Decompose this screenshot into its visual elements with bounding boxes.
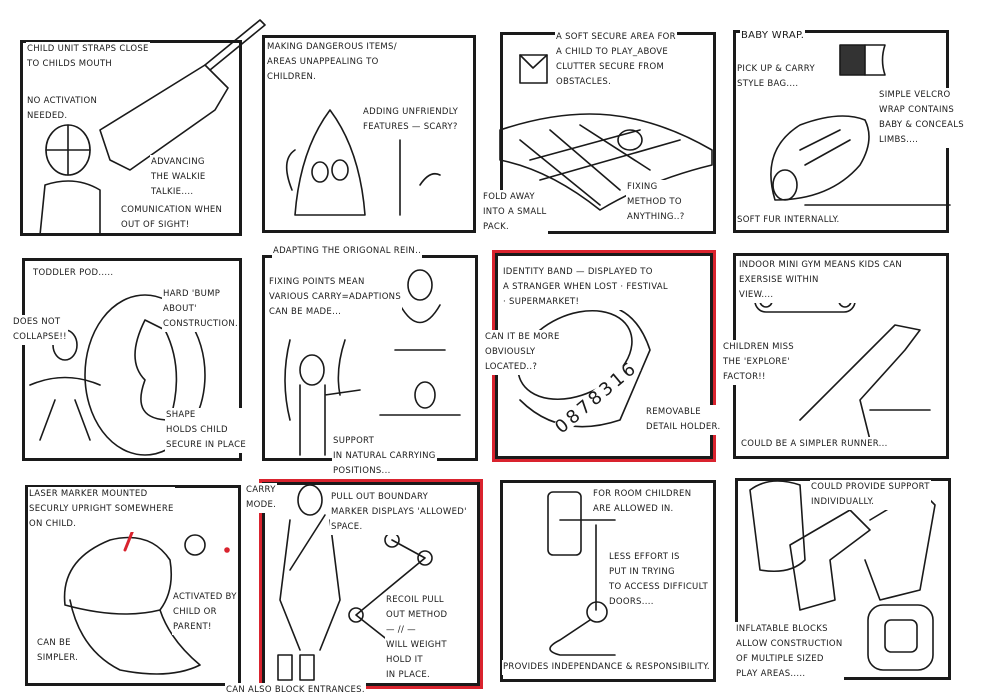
- note: Inflatable blocks allow construction of …: [735, 622, 844, 682]
- note: Could be a simpler runner...: [740, 437, 889, 452]
- note: Simple velcro wrap contains baby & conce…: [878, 88, 965, 148]
- note: Less effort is put in trying to access d…: [608, 550, 709, 610]
- note: Provides independance & responsibility.: [502, 660, 711, 675]
- note: Baby wrap.: [740, 28, 806, 43]
- note: Fixing points mean various carry=adaptio…: [268, 275, 403, 320]
- note: Making dangerous items/ areas unappealin…: [266, 40, 398, 85]
- note: For room children are allowed in.: [592, 487, 693, 517]
- note: Comunication when out of sight!: [120, 203, 224, 233]
- note: Advancing the walkie talkie....: [150, 155, 207, 200]
- note: Children miss the 'explore' factor!!: [722, 340, 795, 385]
- note: Pick up & carry style bag....: [736, 62, 816, 92]
- note: Toddler pod.....: [32, 266, 115, 281]
- note: Recoil pull out method — // — will weigh…: [385, 593, 449, 683]
- note: Pull out boundary marker displays 'allow…: [330, 490, 468, 535]
- note: Fixing method to anything..?: [626, 180, 686, 225]
- panel-door-handle: [500, 480, 716, 682]
- note: Can also block entrances.: [225, 683, 366, 698]
- note: Does not collapse!!: [12, 315, 68, 345]
- note: Activated by child or parent!: [172, 590, 238, 635]
- note: Adding unfriendly features — scary?: [362, 105, 460, 135]
- panel-unfriendly-features: [262, 35, 476, 233]
- note: Can it be more obviously located..?: [484, 330, 561, 375]
- panel-laser-marker: [25, 485, 241, 686]
- note: Fold away into a small pack.: [482, 190, 548, 235]
- note: Adapting the origonal rein..: [272, 244, 423, 259]
- note: Identity band — displayed to a stranger …: [502, 265, 669, 310]
- note: Support in natural carrying positions...: [332, 434, 437, 479]
- panel-boundary-marker: [262, 482, 480, 686]
- note: Removable detail holder.: [645, 405, 722, 435]
- note: Carry mode.: [245, 483, 278, 513]
- note: Shape holds child secure in place: [165, 408, 247, 453]
- note: Child unit straps close to childs mouth: [26, 42, 150, 72]
- note: No activation needed.: [26, 94, 99, 124]
- panel-walkie-talkie: [20, 40, 242, 236]
- note: A soft secure area for a child to play_a…: [555, 30, 677, 90]
- note: Can be simpler.: [36, 636, 80, 666]
- note: Laser marker mounted securly upright som…: [28, 487, 175, 532]
- note: Could provide support individually.: [810, 480, 931, 510]
- note: Hard 'bump about' construction.: [162, 287, 239, 332]
- note: Indoor mini gym means kids can exersise …: [738, 258, 904, 303]
- panel-toddler-pod: [22, 258, 242, 461]
- note: Soft fur internally.: [736, 213, 841, 228]
